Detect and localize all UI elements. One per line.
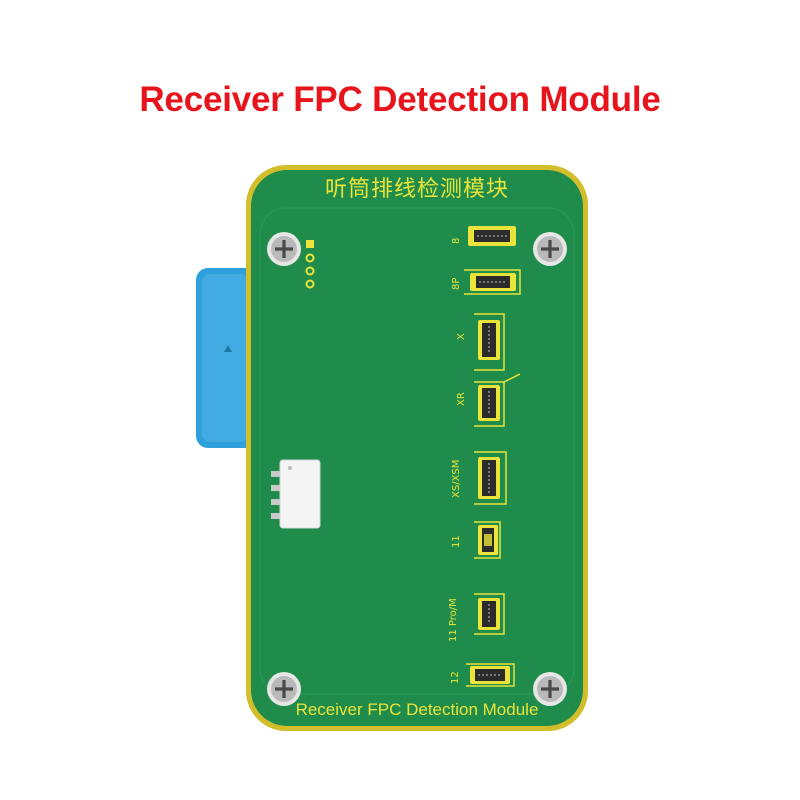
- screw-top-left: [267, 232, 301, 266]
- screw-top-right: [533, 232, 567, 266]
- connector-label-8: 8: [451, 237, 462, 244]
- pcb: [246, 165, 588, 731]
- connector-8p: [464, 269, 521, 295]
- relay-component: [271, 459, 321, 529]
- pin-header: [305, 240, 315, 289]
- headline: Receiver FPC Detection Module: [139, 80, 661, 119]
- screw-bottom-left: [267, 672, 301, 706]
- board-bottom-label: Receiver FPC Detection Module: [295, 700, 539, 719]
- connector-xs-xsm: [474, 451, 507, 505]
- board-chinese-title: 听筒排线检测模块: [324, 177, 509, 202]
- connector-x: [474, 313, 505, 371]
- connector-12: [466, 663, 515, 687]
- connector-label-x: X: [456, 333, 467, 340]
- connector-xr: [474, 373, 521, 427]
- connector-label-12: 12: [450, 671, 461, 684]
- connector-8: [468, 226, 516, 246]
- connector-label-8p: 8P: [451, 277, 462, 290]
- connector-label-11-pro-m: 11 Pro/M: [448, 598, 459, 642]
- connector-11: [474, 521, 501, 559]
- connector-label-xr: XR: [456, 392, 467, 406]
- connector-label-11: 11: [451, 535, 462, 548]
- screw-bottom-right: [533, 672, 567, 706]
- connector-11-pro-m: [474, 593, 505, 635]
- connector-label-xs-xsm: XS/XSM: [451, 459, 462, 498]
